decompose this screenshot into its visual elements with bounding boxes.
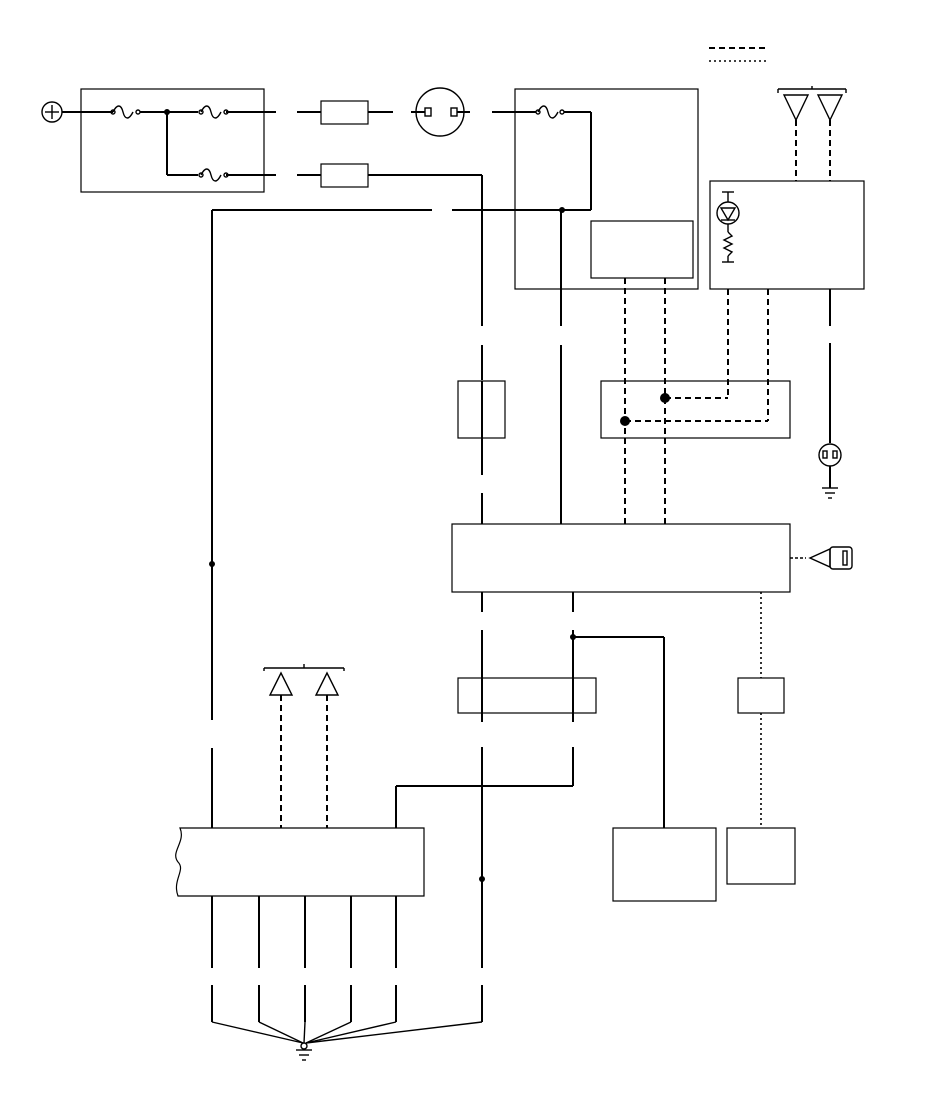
- legend: [709, 47, 766, 62]
- fuse-icon: [198, 168, 229, 182]
- ground-icon: [296, 1042, 312, 1061]
- battery-positive-icon: [41, 101, 63, 123]
- left-trunk-wire: [209, 210, 215, 828]
- ground-leads: [211, 896, 483, 1044]
- fuse-icon: [198, 105, 229, 119]
- fuse-box-wiring: [62, 109, 276, 176]
- key-icon: [790, 546, 853, 570]
- relay-inner-module: [590, 220, 694, 279]
- lower-left-module: [175, 827, 425, 897]
- lower-module-1: [612, 827, 717, 902]
- control-unit: [451, 523, 791, 593]
- antenna-icon: [777, 86, 847, 181]
- antenna-icon: [263, 664, 345, 828]
- wire-482-lower: [479, 592, 485, 1022]
- lower-module-2: [726, 827, 796, 885]
- connector-box-lower: [457, 677, 597, 714]
- bulb-icon: [818, 443, 842, 467]
- connector-box-mid: [600, 380, 791, 439]
- resistor-icon: [722, 231, 734, 263]
- wire-573: [395, 592, 665, 828]
- signal-lines-relay: [624, 278, 666, 524]
- inline-fuse-1: [320, 100, 369, 125]
- fuse-box: [80, 88, 265, 193]
- fuse-icon: [110, 105, 141, 119]
- led-icon: [716, 191, 740, 232]
- connector-box-right: [737, 677, 785, 714]
- bulb-icon: [411, 87, 470, 137]
- indicator-module: [709, 180, 865, 290]
- ground-icon: [822, 487, 838, 499]
- inline-fuse-2: [320, 163, 369, 188]
